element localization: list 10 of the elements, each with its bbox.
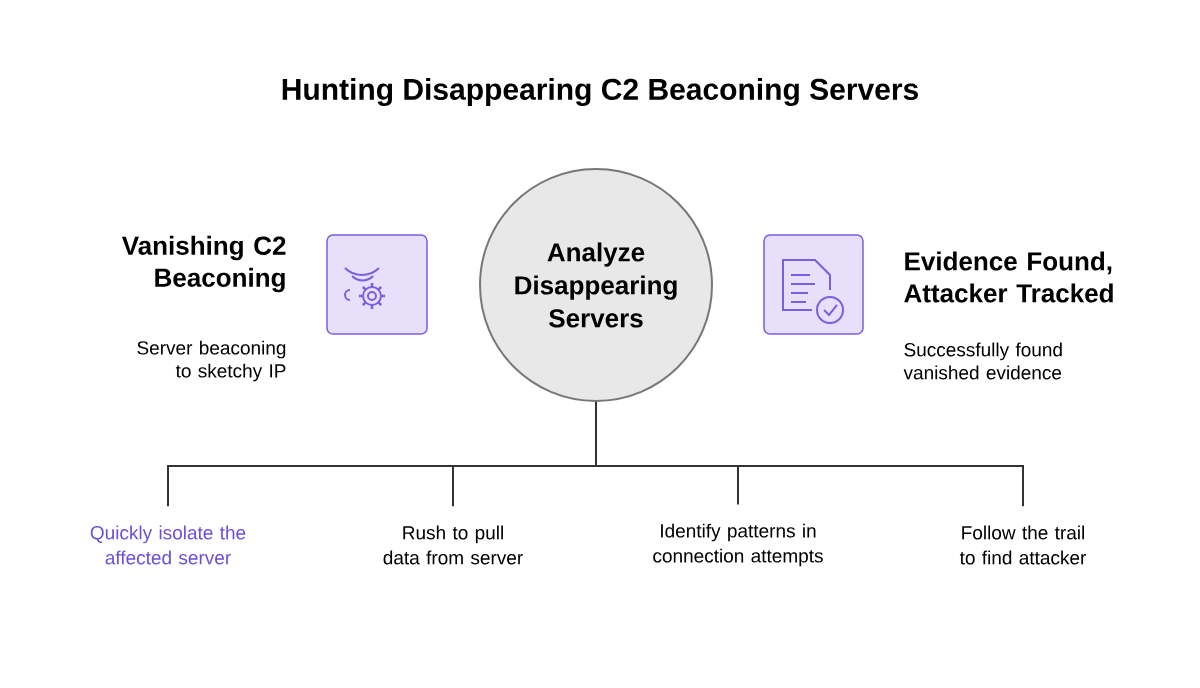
connector: [595, 401, 1024, 508]
title: Hunting Disappearing C2 Beaconing Servers: [282, 77, 918, 107]
step-text: Quickly isolate the affected server: [90, 525, 246, 565]
step-text: Follow the trail to find attacker: [959, 525, 1087, 565]
heading: Evidence Found, Attacker Tracked: [904, 251, 1113, 303]
heading: Vanishing C2 Beaconing: [121, 235, 286, 293]
step-text: Rush to pull data from server: [383, 525, 523, 565]
description: Successfully found vanished evidence: [903, 342, 1062, 380]
description: Server beaconing to sketchy IP: [137, 340, 286, 382]
step-text: Identify patterns in connection attempts: [653, 523, 823, 567]
